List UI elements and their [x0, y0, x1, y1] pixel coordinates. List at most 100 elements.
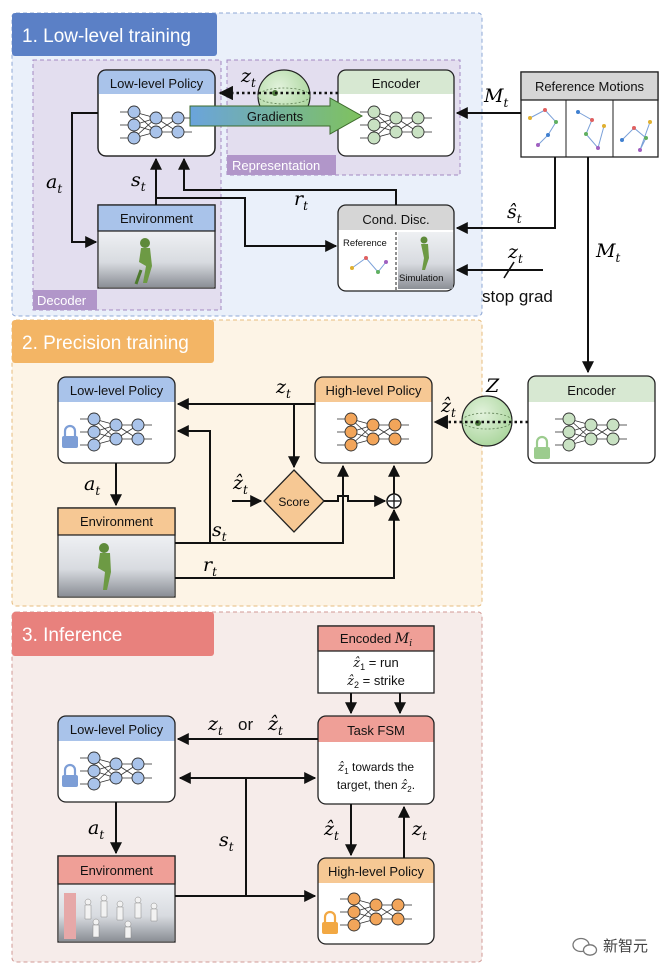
network-node — [391, 898, 405, 912]
network-node — [347, 918, 361, 932]
section3-title-bar — [12, 612, 214, 656]
target-pillar — [64, 893, 76, 939]
cond-disc-box: Cond. Disc. Reference Simulation — [337, 204, 455, 292]
s3-zhat-down-label: ẑt — [323, 818, 339, 843]
network-node — [366, 432, 380, 446]
s2-rt-label: rt — [203, 554, 217, 579]
lock-icon — [62, 424, 78, 448]
s1-llp-header — [98, 70, 215, 94]
cond-disc-title: Cond. Disc. — [362, 212, 429, 227]
s2-zt-label: zt — [275, 376, 291, 401]
network-node — [367, 118, 381, 132]
section-precision-training: 2. Precision training Low-level Policy H… — [11, 319, 656, 607]
network-node — [369, 898, 383, 912]
motion-skeleton-icon — [528, 108, 652, 152]
stop-grad-mark — [503, 261, 515, 279]
neural-network-icon — [80, 412, 152, 452]
s1-env-scene — [99, 232, 214, 287]
network-node — [562, 438, 576, 452]
s1-llp-title: Low-level Policy — [110, 76, 204, 91]
fsm-line1: ẑ1 towards the — [337, 760, 414, 776]
s3-zt-label: zt — [207, 713, 223, 738]
s2-encoder-title: Encoder — [567, 383, 616, 398]
neural-network-icon — [337, 412, 409, 452]
s1-environment-box: Environment — [97, 204, 216, 289]
neural-network-icon — [120, 105, 192, 145]
network-node — [127, 118, 141, 132]
section2-title-bar — [12, 320, 214, 363]
s2-st-label: st — [212, 519, 227, 544]
network-node — [109, 418, 123, 432]
s2-environment-box: Environment — [57, 507, 176, 598]
section1-title: 1. Low-level training — [22, 26, 191, 47]
network-node — [149, 111, 163, 125]
gradients-arrow: Gradients — [189, 97, 364, 135]
motion-skeleton-icon — [350, 256, 388, 274]
s1-env-to-disc-arrow — [156, 197, 338, 252]
network-node — [171, 125, 185, 139]
character-figure-icon — [98, 543, 111, 590]
s3-st-label: st — [219, 829, 234, 854]
character-figure-icon — [134, 238, 152, 285]
s1-mt-label: Mt — [483, 85, 508, 110]
network-node — [131, 771, 145, 785]
decoder-label: Decoder — [37, 293, 87, 308]
neural-network-icon — [555, 412, 627, 452]
s2-st-to-hlp-arrow — [210, 464, 349, 544]
s1-env-title: Environment — [120, 211, 193, 226]
s3-env-title: Environment — [80, 863, 153, 878]
representation-label-bg — [227, 155, 336, 175]
network-node — [562, 412, 576, 426]
task-fsm-box: Task FSM ẑ1 towards the target, then ẑ2. — [317, 715, 435, 805]
s2-zhat-left-label: ẑt — [232, 472, 248, 497]
task-fsm-title: Task FSM — [347, 723, 405, 738]
encoded-line1: ẑ1 = run — [352, 655, 398, 672]
watermark-text: 新智元 — [603, 937, 648, 955]
section-inference: 3. Inference Encoded Mi ẑ1 = run ẑ2 = st… — [11, 611, 483, 963]
wechat-logo-icon — [572, 937, 598, 956]
s1-encoder-title: Encoder — [372, 76, 421, 91]
s2-env-title: Environment — [80, 514, 153, 529]
s1-env-header — [97, 204, 216, 232]
decoder-label-bg — [33, 290, 97, 310]
lock-icon — [62, 763, 78, 787]
neural-network-icon — [80, 751, 152, 791]
network-node — [389, 111, 403, 125]
network-node — [347, 892, 361, 906]
network-node — [388, 432, 402, 446]
sum-circle-icon — [386, 493, 402, 509]
representation-label: Representation — [232, 158, 320, 173]
s1-encoder-header — [338, 70, 454, 94]
network-node — [411, 111, 425, 125]
network-node — [87, 751, 101, 765]
s1-mt2-label: Mt — [595, 240, 620, 265]
s1-st-label: st — [131, 169, 146, 194]
network-node — [127, 105, 141, 119]
s3-or-label: or — [238, 715, 253, 734]
watermark: 新智元 — [572, 937, 648, 956]
gradients-label: Gradients — [247, 109, 304, 124]
network-node — [87, 425, 101, 439]
encoded-line2: ẑ2 = strike — [346, 673, 405, 690]
network-node — [562, 425, 576, 439]
network-node — [344, 425, 358, 439]
s3-environment-box: Environment — [57, 855, 176, 943]
section1-title-bar — [12, 13, 217, 56]
network-node — [584, 432, 598, 446]
network-node — [411, 125, 425, 139]
s1-at-arrow — [71, 112, 98, 248]
network-node — [367, 131, 381, 145]
s1-shat-label: ŝt — [507, 201, 522, 226]
s3-hlp-title: High-level Policy — [328, 864, 425, 879]
network-node — [391, 912, 405, 926]
reference-motions-title: Reference Motions — [535, 79, 645, 94]
encoded-mi-title: Encoded Mi — [340, 631, 412, 649]
disc-simulation-label: Simulation — [399, 273, 443, 284]
s2-high-level-policy-box: High-level Policy — [314, 376, 433, 464]
network-node — [367, 105, 381, 119]
section3-title: 3. Inference — [22, 625, 122, 646]
network-node — [131, 418, 145, 432]
s2-encoder-box: Encoder — [527, 375, 656, 464]
s3-low-level-policy-box: Low-level Policy — [57, 715, 176, 803]
s3-z-up-label: zt — [411, 818, 427, 843]
